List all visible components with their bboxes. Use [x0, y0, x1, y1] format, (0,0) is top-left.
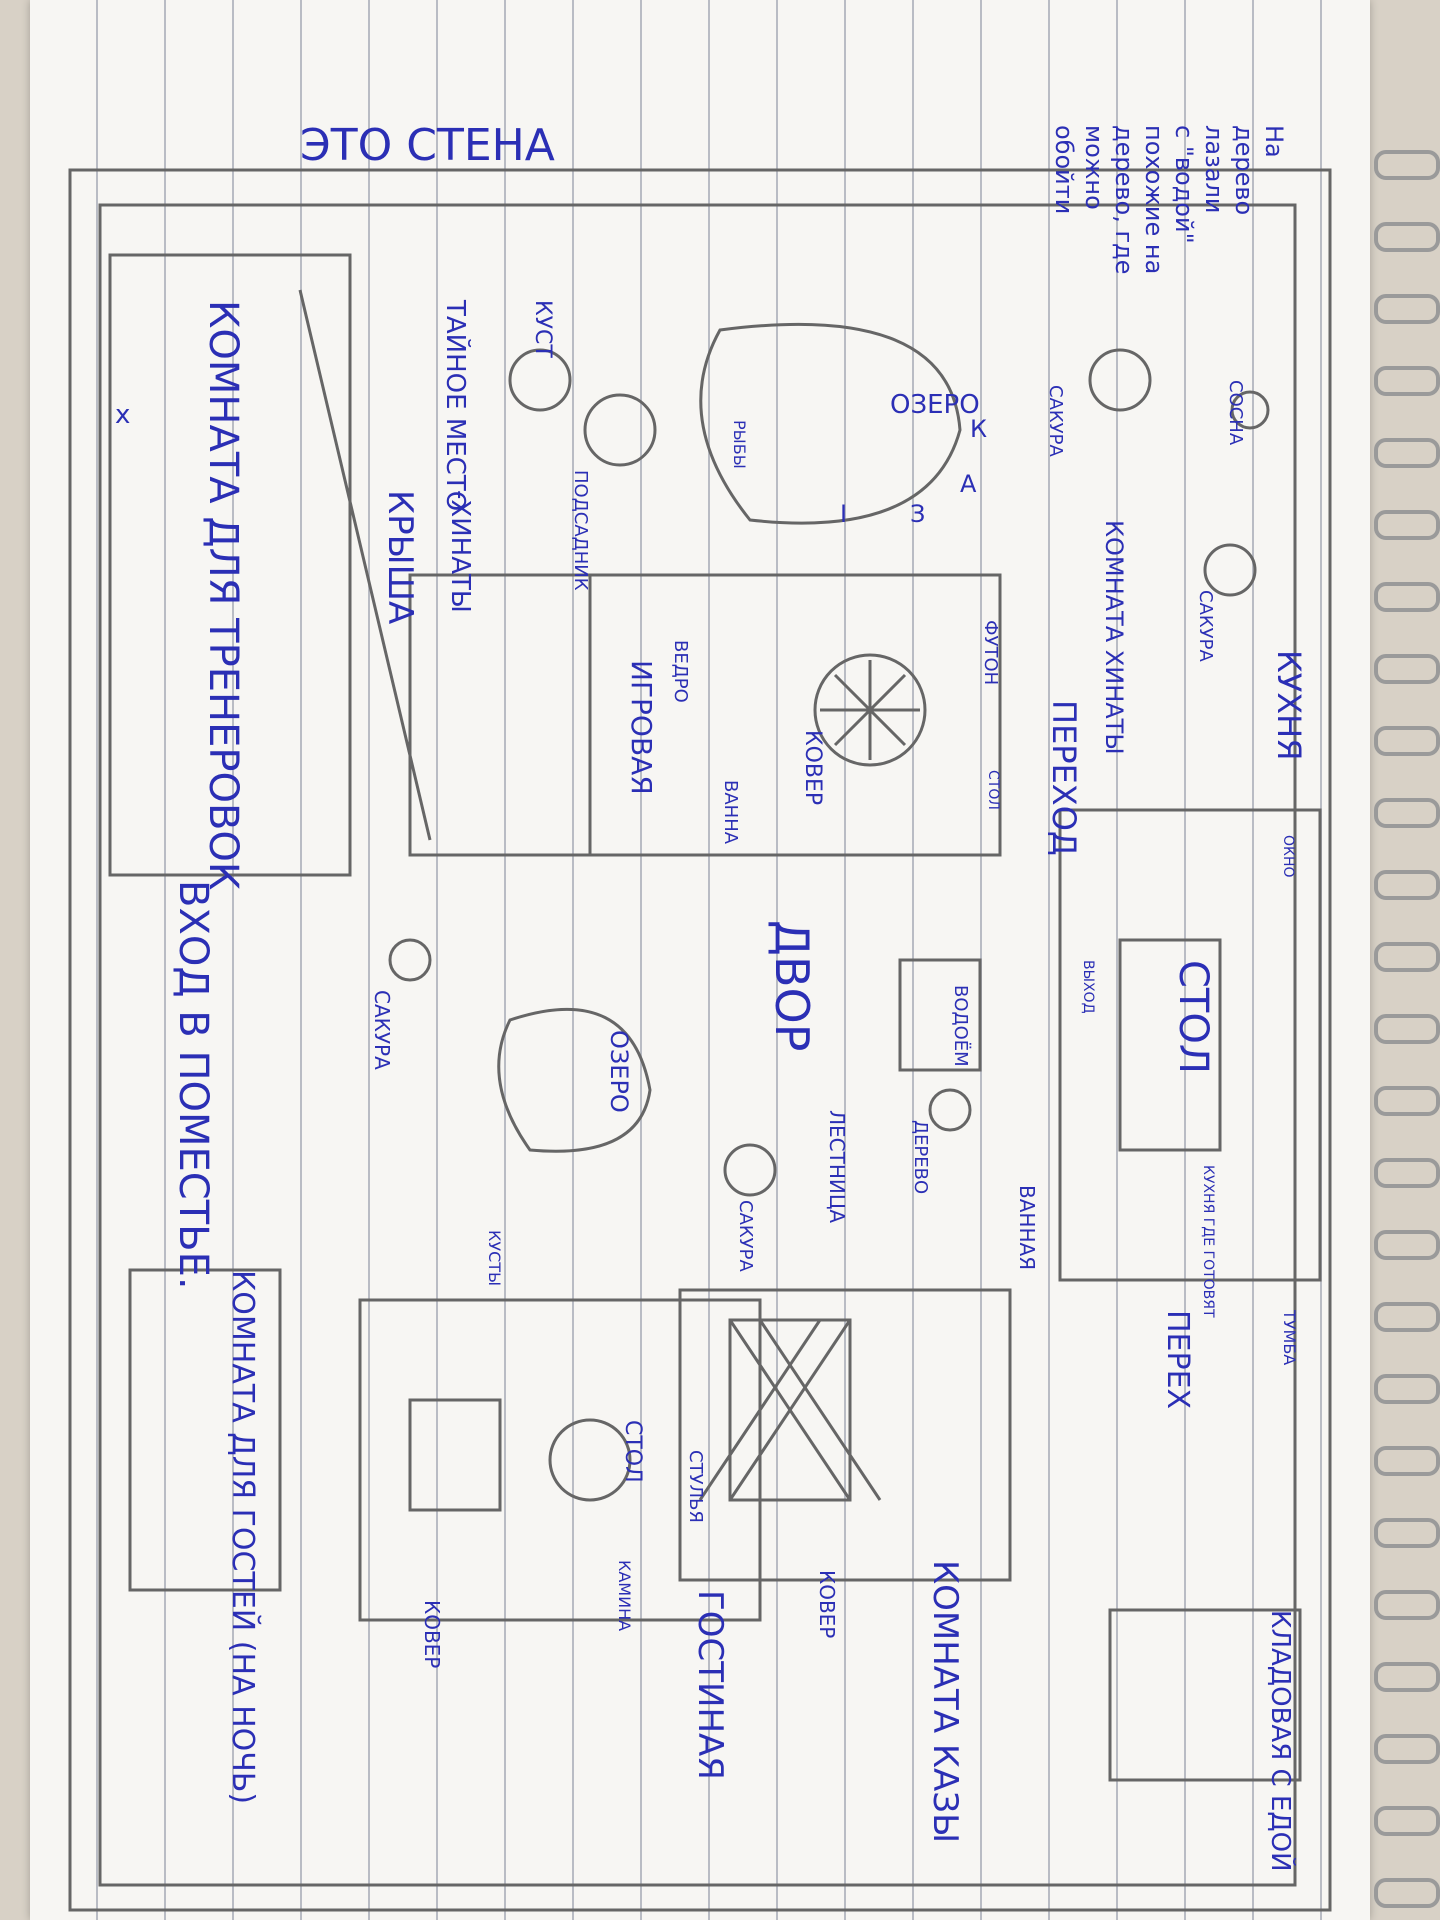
spiral-ring	[1374, 1734, 1440, 1764]
ruled-lines	[30, 0, 1370, 1920]
guest-room-outline	[128, 1268, 282, 1592]
spiral-ring	[1374, 366, 1440, 396]
hinata-block	[408, 573, 1002, 857]
label-kovjor-3: КОВЕР	[815, 1570, 839, 1639]
label-letter-i: І	[840, 500, 848, 528]
label-letter-a: А	[960, 470, 977, 498]
tree-note-line7: можно	[1080, 125, 1108, 210]
label-kovjor-1: КОВЕР	[800, 730, 825, 806]
label-hinata-room: КОМНАТА ХИНАТЫ	[1100, 520, 1128, 755]
spiral-ring	[1374, 1302, 1440, 1332]
living-room-outline	[358, 1298, 762, 1622]
spiral-ring	[1374, 942, 1440, 972]
spiral-ring	[1374, 1878, 1440, 1908]
spiral-ring	[1374, 582, 1440, 612]
lake-1-outline	[699, 322, 962, 525]
label-derevo: ДЕРЕВО	[910, 1120, 931, 1195]
label-vannaya: ВАННАЯ	[1015, 1185, 1039, 1271]
tree-note-line2: дерево	[1230, 125, 1258, 216]
label-kuhnya-gde: КУХНЯ ГДЕ ГОТОВЯТ	[1200, 1165, 1216, 1318]
label-lestnica: ЛЕСТНИЦА	[825, 1110, 849, 1224]
label-podsadnik: ПОДСАДНИК	[570, 470, 591, 591]
label-table: СТОЛ	[1170, 960, 1216, 1074]
label-kitchen: КУХНЯ	[1270, 650, 1308, 761]
spiral-ring	[1374, 1086, 1440, 1116]
label-sakura-1: САКУРА	[1045, 385, 1066, 457]
spiral-ring	[1374, 726, 1440, 756]
label-tumba: ТУМБА	[1280, 1310, 1299, 1366]
label-guest-room: КОМНАТА ДЛЯ ГОСТЕЙ (НА НОЧЬ)	[225, 1270, 260, 1805]
label-lake-1: ОЗЕРО	[890, 390, 980, 420]
spiral-ring	[1374, 654, 1440, 684]
label-hinaty: -ХИНАТЫ	[445, 490, 475, 613]
label-dvor: ДВОР	[765, 920, 819, 1052]
kazi-room-outline	[678, 1288, 1012, 1582]
label-roof: КРЫША	[380, 490, 420, 625]
label-kamina: КАМИНА	[615, 1560, 634, 1632]
spiral-ring	[1374, 510, 1440, 540]
label-letter-k: К	[970, 415, 988, 443]
label-kazi-room: КОМНАТА КАЗЫ	[925, 1560, 965, 1844]
tree-note-line8: обойти	[1050, 125, 1078, 215]
label-perehod-1: ПЕРЕХОД	[1045, 700, 1083, 856]
label-lake-2: ОЗЕРО	[605, 1030, 633, 1113]
notebook-page: ЭТО СТЕНА На дерево лазали с "водой" пох…	[30, 0, 1370, 1920]
label-sosna: СОСНА	[1225, 380, 1246, 446]
tree-note-line4: с "водой"	[1170, 125, 1198, 244]
label-training-room: КОМНАТА ДЛЯ ТРЕНЕРОВОК	[200, 300, 246, 891]
tree-note-line6: дерево, где	[1110, 125, 1138, 275]
label-pantry: КЛАДОВАЯ С ЕДОЙ	[1265, 1610, 1295, 1872]
spiral-ring	[1374, 1374, 1440, 1404]
spiral-ring	[1374, 798, 1440, 828]
spiral-ring	[1374, 1446, 1440, 1476]
label-vodoem: ВОДОЁМ	[950, 985, 971, 1067]
wall-note: ЭТО СТЕНА	[300, 120, 555, 171]
label-perekh-2: ПЕРЕХ	[1160, 1310, 1195, 1410]
label-okno: ОКНО	[1280, 835, 1296, 878]
label-stol-guest: СТОЛ	[620, 1420, 645, 1483]
spiral-ring	[1374, 1518, 1440, 1548]
spiral-ring	[1374, 1014, 1440, 1044]
label-kust: КУСТ	[530, 300, 555, 358]
label-x-mark: х	[115, 400, 131, 430]
tree-note-line5: похожие на	[1140, 125, 1168, 275]
spiral-ring	[1374, 870, 1440, 900]
inner-wall	[98, 203, 1297, 1887]
outer-wall	[68, 168, 1332, 1912]
spiral-ring	[1374, 438, 1440, 468]
label-stulya: СТУЛЬЯ	[685, 1450, 706, 1523]
pantry-outline	[1108, 1608, 1302, 1782]
spiral-ring	[1374, 294, 1440, 324]
label-fish: РЫБЫ	[730, 420, 749, 469]
floor-plan-drawing	[68, 168, 1332, 1912]
tree-note-line3: лазали	[1200, 125, 1228, 214]
spiral-ring	[1374, 1158, 1440, 1188]
label-secret-place: ТАЙНОЕ МЕСТО	[440, 300, 470, 512]
label-kovjor-2: КОВЕР	[420, 1600, 444, 1669]
label-igrovaya: ИГРОВАЯ	[625, 660, 658, 795]
tree-note-line1: На	[1260, 125, 1288, 158]
spiral-ring	[1374, 1806, 1440, 1836]
spiral-ring	[1374, 222, 1440, 252]
label-stol-small: СТОЛ	[985, 770, 1001, 810]
spiral-ring	[1374, 1662, 1440, 1692]
notebook-spiral	[1370, 0, 1440, 1920]
label-sakura-4: САКУРА	[735, 1200, 756, 1272]
lake-2-outline	[497, 1007, 652, 1153]
spiral-ring	[1374, 1590, 1440, 1620]
label-vanna-1: ВАННА	[720, 780, 741, 845]
label-vyhod: ВЫХОД	[1080, 960, 1096, 1014]
label-letter-z: З	[910, 500, 926, 528]
kitchen-outline	[1058, 808, 1322, 1282]
training-room-outline	[108, 253, 352, 877]
label-sakura-2: САКУРА	[1195, 590, 1216, 662]
label-gostinaya: ГОСТИНАЯ	[690, 1590, 730, 1780]
label-vedro-1: ВЕДРО	[670, 640, 691, 703]
spiral-ring	[1374, 150, 1440, 180]
label-kusty: КУСТЫ	[485, 1230, 504, 1287]
label-entrance: ВХОД В ПОМЕСТЬЕ.	[170, 880, 216, 1290]
label-futon: ФУТОН	[980, 620, 1001, 686]
spiral-ring	[1374, 1230, 1440, 1260]
label-sakura-3: САКУРА	[370, 990, 394, 1070]
